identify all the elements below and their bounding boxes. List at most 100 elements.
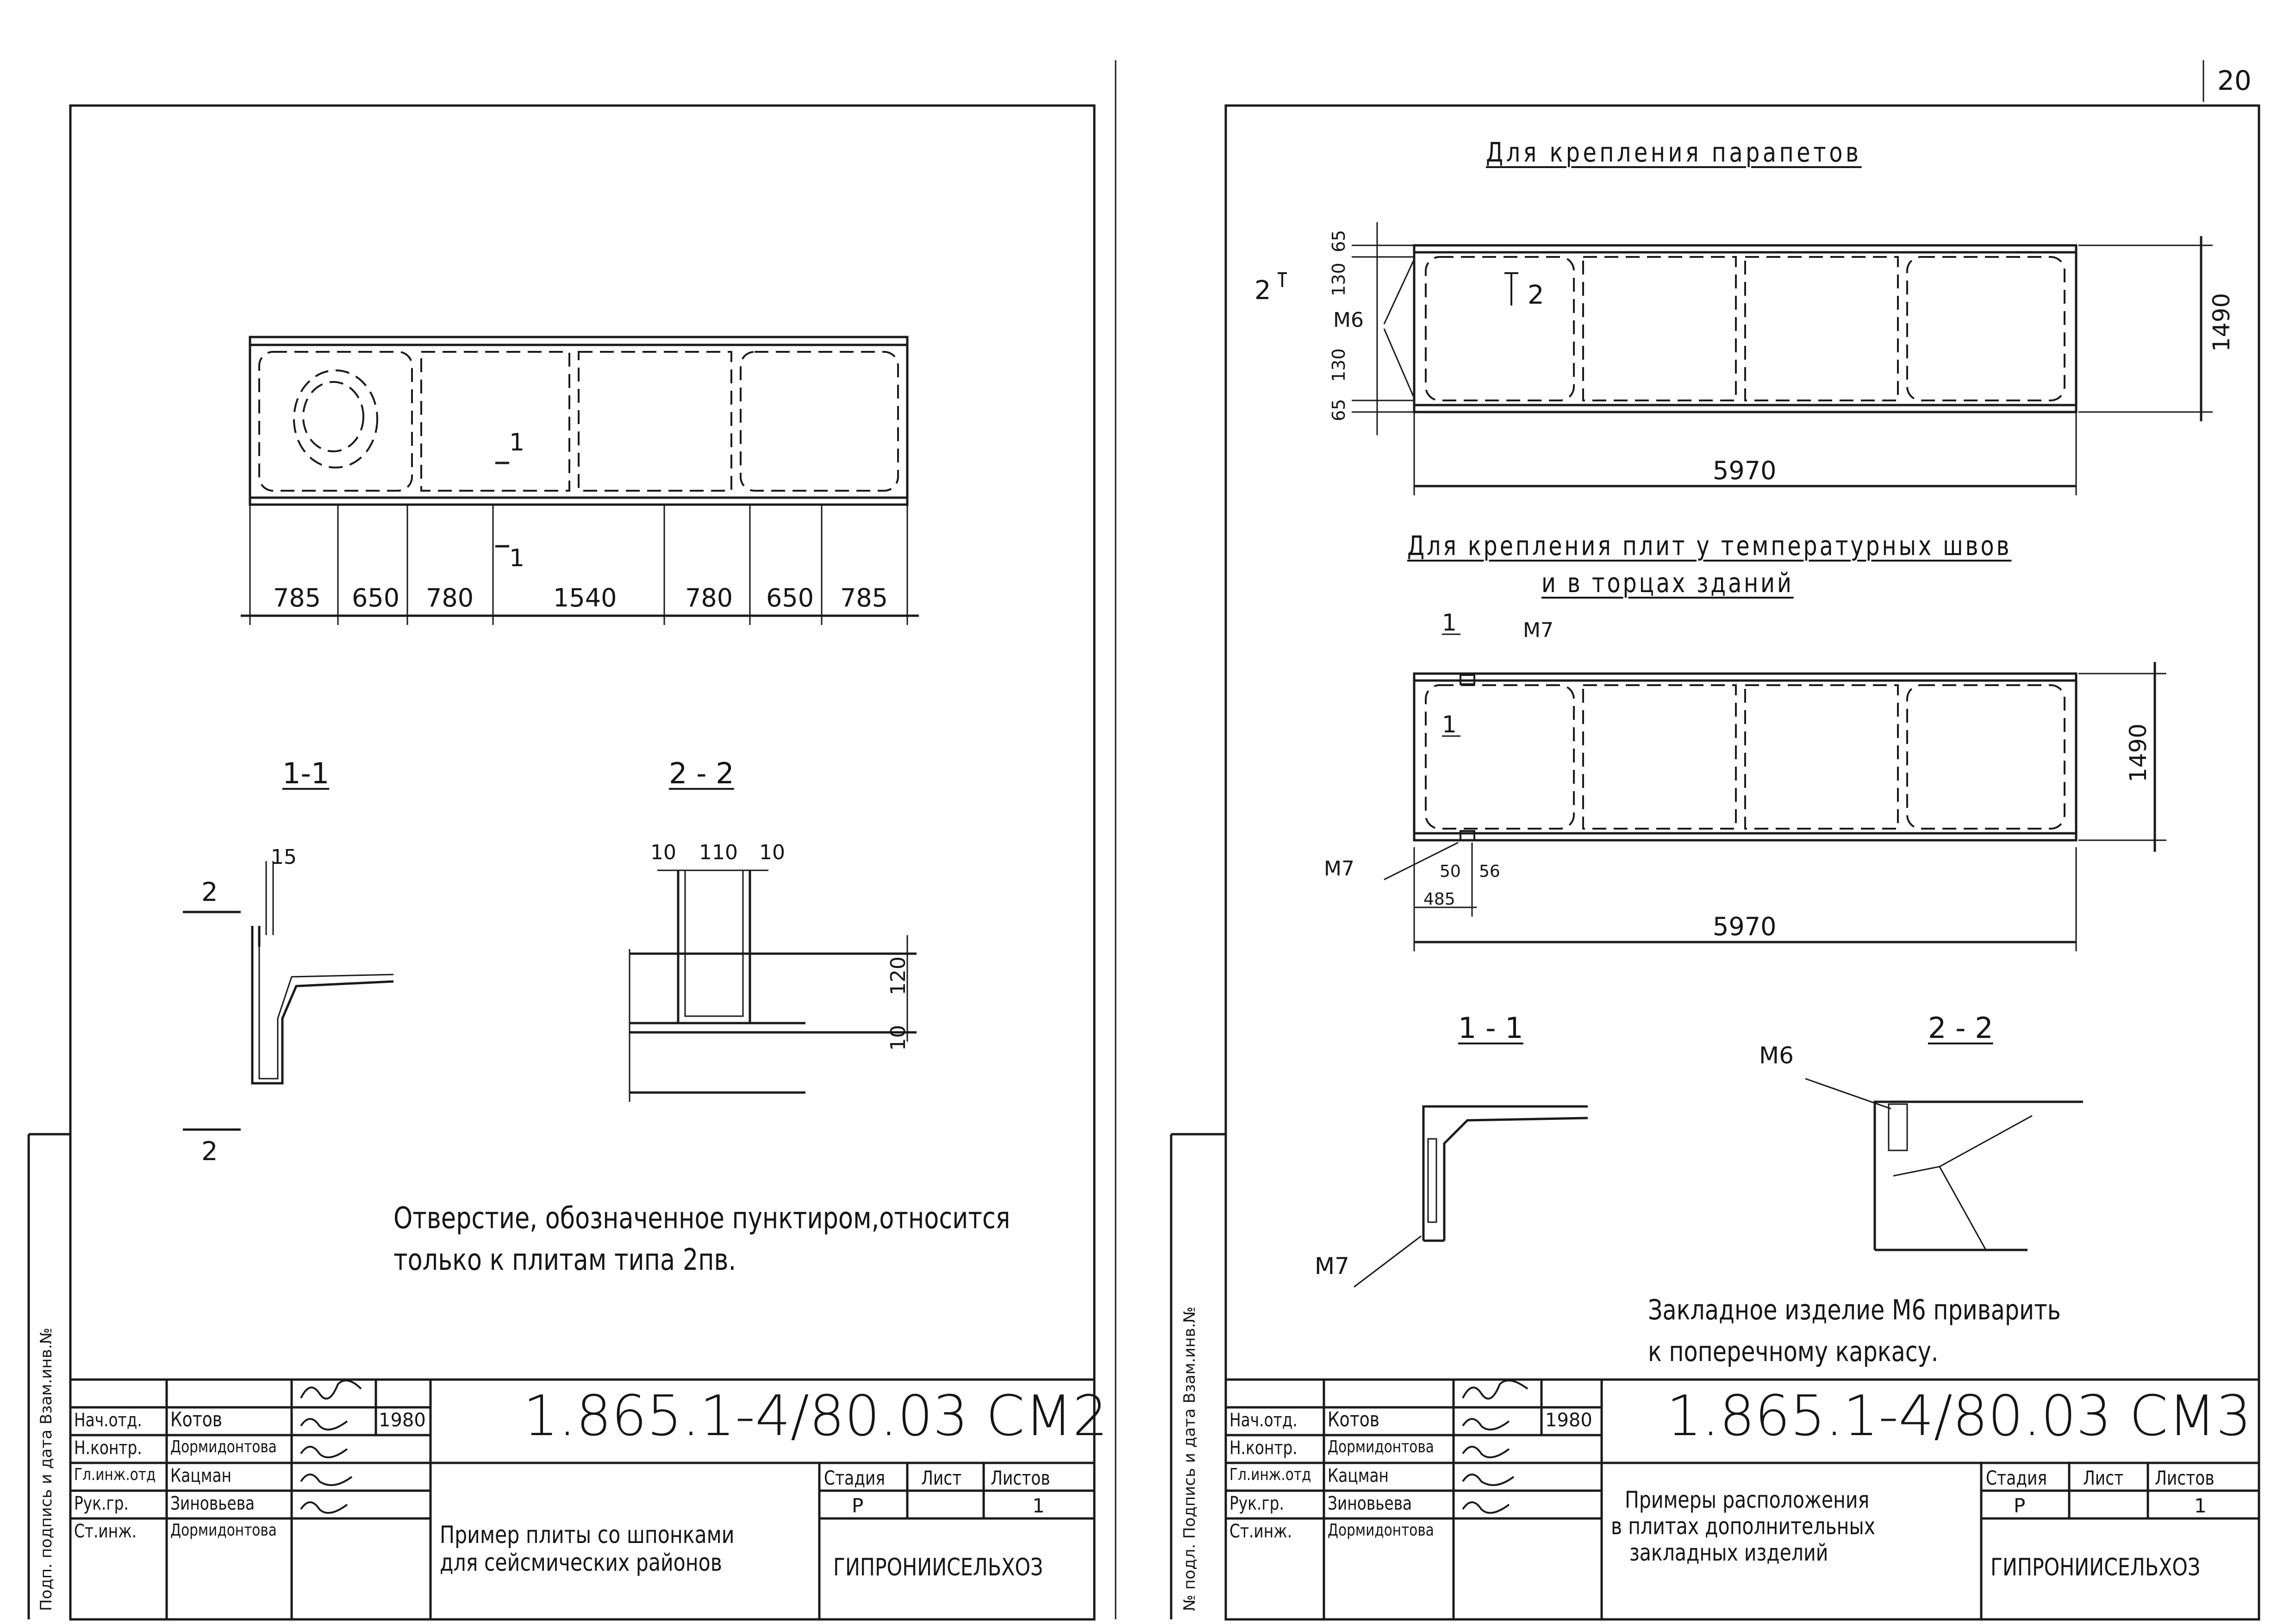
left-stamp-role-4: Рук.гр. <box>74 1493 129 1514</box>
right-top-plan <box>1278 222 2213 495</box>
left-section-22-dim-10: 10 <box>886 1025 910 1051</box>
right-stamp-year-1: 1980 <box>1545 1410 1592 1431</box>
right-mid-mark1-top: 1 <box>1442 609 1457 636</box>
right-mid-m7-bottom: М7 <box>1324 857 1354 881</box>
right-stamp-name-5: Дормидонтова <box>1328 1521 1434 1540</box>
right-title-mid-line2: и в торцах зданий <box>1541 567 1794 599</box>
left-stamp-code: 1.865.1-4/80.03 СМ2 <box>523 1384 1108 1449</box>
left-dim-1: 785 <box>273 583 321 612</box>
right-top-dim-65b: 65 <box>1329 399 1349 421</box>
left-stamp-role-3: Гл.инж.отд <box>74 1465 156 1484</box>
right-top-height: 1490 <box>2208 293 2235 352</box>
left-section-22-dim-120: 120 <box>886 956 910 995</box>
left-section-11 <box>183 861 394 1131</box>
right-stamp-stage: Р <box>2014 1494 2026 1517</box>
right-mid-dim-50: 50 <box>1440 862 1461 881</box>
left-stamp-title-line2: для сейсмических районов <box>440 1549 722 1577</box>
right-stamp-sheets-header: Листов <box>2155 1467 2215 1489</box>
left-note-line2: только к плитам типа 2пв. <box>393 1243 736 1277</box>
left-stamp-title-line1: Пример плиты со шпонками <box>440 1521 735 1549</box>
right-top-length: 5970 <box>1713 456 1777 485</box>
left-section-22-dim-c: 10 <box>759 841 785 864</box>
left-stamp-sheet-header: Лист <box>921 1467 962 1489</box>
left-stamp-name-5: Дормидонтова <box>170 1521 277 1540</box>
left-stamp-org: ГИПРОНИИСЕЛЬХОЗ <box>833 1554 1043 1581</box>
right-top-mark2-left: 2 <box>1254 275 1271 306</box>
right-section-11 <box>1354 1105 1588 1288</box>
right-stamp-org: ГИПРОНИИСЕЛЬХОЗ <box>1990 1554 2201 1581</box>
right-top-dim-130b: 130 <box>1329 348 1349 382</box>
right-stamp-name-4: Зиновьева <box>1328 1493 1412 1514</box>
right-stamp-role-4: Рук.гр. <box>1229 1493 1284 1514</box>
signatures <box>300 1380 1529 1514</box>
right-mid-mark1-bottom: 1 <box>1442 711 1457 738</box>
right-note-line2: к поперечному каркасу. <box>1648 1336 1939 1368</box>
right-mid-m7-top: М7 <box>1523 618 1554 642</box>
right-section-11-title: 1 - 1 <box>1458 1011 1523 1045</box>
left-cut-mark-top: 1 <box>509 429 525 456</box>
left-cut-mark-bottom: 1 <box>509 544 525 572</box>
left-stamp-stage: Р <box>852 1494 864 1517</box>
left-dim-6: 650 <box>766 583 814 612</box>
left-stamp-sheet: 1 <box>1032 1494 1045 1517</box>
left-stamp-role-2: Н.контр. <box>74 1437 142 1459</box>
right-top-dim-65a: 65 <box>1329 230 1349 252</box>
left-dim-4: 1540 <box>553 583 617 612</box>
right-stamp-role-2: Н.контр. <box>1229 1437 1298 1459</box>
right-stamp-stage-header: Стадия <box>1986 1467 2047 1489</box>
left-side-label: Подп. подпись и дата Взам.инв.№ <box>37 1327 56 1611</box>
left-section-22-dim-a: 10 <box>650 841 676 864</box>
right-mid-height: 1490 <box>2125 723 2152 782</box>
right-stamp-title-line1: Примеры расположения <box>1625 1487 1870 1513</box>
right-stamp-sheet: 1 <box>2194 1494 2207 1517</box>
right-top-mark2-right: 2 <box>1528 280 1544 310</box>
right-stamp-role-5: Ст.инж. <box>1229 1521 1292 1542</box>
left-dim-5: 780 <box>685 583 733 612</box>
right-stamp-sheet-header: Лист <box>2083 1467 2124 1489</box>
right-section-22-m6: М6 <box>1759 1042 1794 1069</box>
left-stamp-name-2: Дормидонтова <box>170 1437 277 1456</box>
right-stamp-title-line2: в плитах дополнительных <box>1611 1513 1876 1540</box>
left-section-11-mark-top: 2 <box>201 877 218 907</box>
right-section-11-m7: М7 <box>1315 1253 1349 1280</box>
right-stamp-name-1: Котов <box>1328 1408 1380 1431</box>
right-note-line1: Закладное изделие М6 приварить <box>1648 1294 2061 1326</box>
left-stamp-role-5: Ст.инж. <box>74 1521 137 1542</box>
right-stamp-name-2: Дормидонтова <box>1328 1437 1434 1456</box>
right-stamp-title-line3: закладных изделий <box>1629 1539 1828 1566</box>
right-stamp-role-1: Нач.отд. <box>1229 1410 1298 1431</box>
left-stamp-role-1: Нач.отд. <box>74 1410 142 1431</box>
left-slab-plan <box>241 336 919 625</box>
left-section-22 <box>629 869 917 1102</box>
left-stamp-name-4: Зиновьева <box>170 1493 255 1514</box>
left-note-line1: Отверстие, обозначенное пунктиром,относи… <box>393 1201 1011 1236</box>
right-top-dim-130a: 130 <box>1329 262 1349 296</box>
left-dim-2: 650 <box>352 583 400 612</box>
left-section-22-dim-b: 110 <box>699 841 738 864</box>
right-title-top: Для крепления парапетов <box>1486 137 1862 168</box>
left-stamp-name-1: Котов <box>170 1408 223 1431</box>
right-mid-length: 5970 <box>1713 912 1777 941</box>
right-stamp-role-3: Гл.инж.отд <box>1229 1465 1311 1484</box>
right-mid-dim-56: 56 <box>1479 862 1500 881</box>
right-side-label: № подл. Подпись и дата Взам.инв.№ <box>1180 1306 1199 1611</box>
left-stamp-year-1: 1980 <box>379 1410 426 1431</box>
right-section-22-title: 2 - 2 <box>1928 1011 1993 1045</box>
left-section-11-dim: 15 <box>271 845 297 869</box>
left-section-22-title: 2 - 2 <box>669 756 734 790</box>
right-top-m6-label: М6 <box>1333 308 1364 332</box>
left-dim-7: 785 <box>840 583 888 612</box>
right-title-mid-line1: Для крепления плит у температурных швов <box>1407 530 2012 562</box>
right-stamp-code: 1.865.1-4/80.03 СМ3 <box>1666 1384 2252 1449</box>
right-mid-plan <box>1384 633 2166 951</box>
page-number: 20 <box>2217 65 2252 96</box>
right-section-22 <box>1805 1078 2083 1251</box>
left-dim-3: 780 <box>426 583 474 612</box>
left-stamp-stage-header: Стадия <box>824 1467 886 1489</box>
left-section-11-title: 1-1 <box>282 756 330 790</box>
left-stamp-sheets-header: Листов <box>991 1467 1050 1489</box>
left-stamp-name-3: Кацман <box>170 1465 232 1487</box>
right-mid-dim-485: 485 <box>1423 890 1455 909</box>
right-stamp-name-3: Кацман <box>1328 1465 1389 1487</box>
